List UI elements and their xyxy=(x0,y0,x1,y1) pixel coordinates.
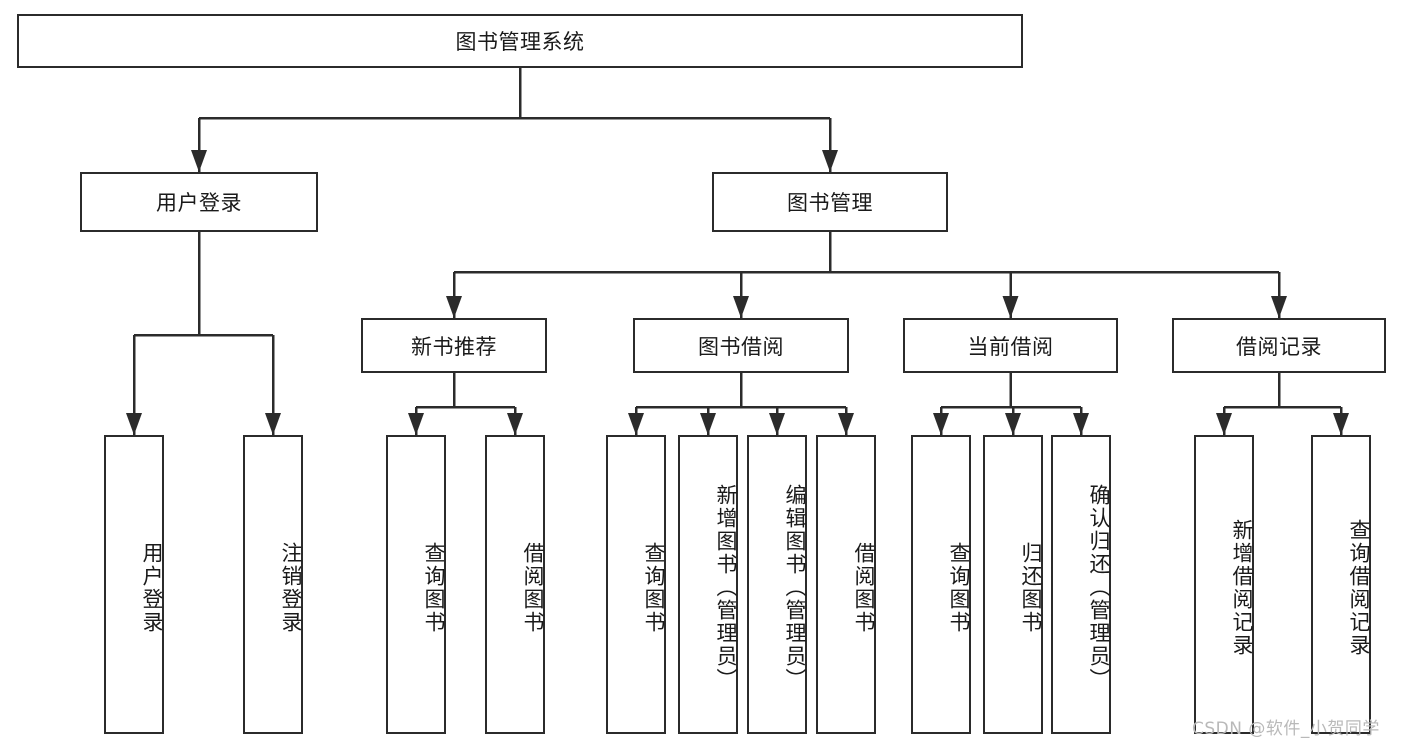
node-level3-book-borrow: 图书借阅 xyxy=(633,318,849,373)
node-label: 新增图书（管理员） xyxy=(714,484,738,691)
node-label: 借阅记录 xyxy=(1236,334,1322,359)
node-label: 查询图书 xyxy=(642,541,666,634)
node-label: 查询图书 xyxy=(947,541,971,634)
node-level2-user-login: 用户登录 xyxy=(80,172,318,232)
node-label: 编辑图书（管理员） xyxy=(783,484,807,691)
node-leaf-rec-query-book: 查询图书 xyxy=(386,435,446,734)
node-label: 用户登录 xyxy=(140,541,164,634)
node-leaf-cb-query-book: 查询图书 xyxy=(911,435,971,734)
node-leaf-rec-borrow-book: 借阅图书 xyxy=(485,435,545,734)
node-level2-book-manage: 图书管理 xyxy=(712,172,948,232)
node-leaf-br-query-record: 查询借阅记录 xyxy=(1311,435,1371,734)
node-label: 归还图书 xyxy=(1019,541,1043,634)
node-leaf-logout: 注销登录 xyxy=(243,435,303,734)
node-leaf-bb-edit-book: 编辑图书（管理员） xyxy=(747,435,807,734)
node-label: 借阅图书 xyxy=(521,541,545,634)
node-label: 查询图书 xyxy=(422,541,446,634)
node-label: 查询借阅记录 xyxy=(1347,518,1371,657)
node-level3-borrow-record: 借阅记录 xyxy=(1172,318,1386,373)
node-level3-new-book-rec: 新书推荐 xyxy=(361,318,547,373)
node-root: 图书管理系统 xyxy=(17,14,1023,68)
node-leaf-user-login: 用户登录 xyxy=(104,435,164,734)
node-label: 新书推荐 xyxy=(411,334,497,359)
node-leaf-br-add-record: 新增借阅记录 xyxy=(1194,435,1254,734)
node-level3-current-borrow: 当前借阅 xyxy=(903,318,1118,373)
node-label: 图书管理 xyxy=(787,191,873,215)
node-label: 新增借阅记录 xyxy=(1230,518,1254,657)
node-leaf-bb-add-book: 新增图书（管理员） xyxy=(678,435,738,734)
node-leaf-bb-query-book: 查询图书 xyxy=(606,435,666,734)
node-leaf-cb-confirm-return: 确认归还（管理员） xyxy=(1051,435,1111,734)
node-label: 用户登录 xyxy=(156,191,242,215)
node-leaf-cb-return-book: 归还图书 xyxy=(983,435,1043,734)
node-label: 当前借阅 xyxy=(967,334,1054,359)
node-label: 图书借阅 xyxy=(698,334,784,359)
node-label: 图书管理系统 xyxy=(455,30,585,54)
node-label: 借阅图书 xyxy=(852,541,876,634)
node-leaf-bb-borrow-book: 借阅图书 xyxy=(816,435,876,734)
node-label: 确认归还（管理员） xyxy=(1087,484,1111,691)
node-label: 注销登录 xyxy=(279,541,303,634)
